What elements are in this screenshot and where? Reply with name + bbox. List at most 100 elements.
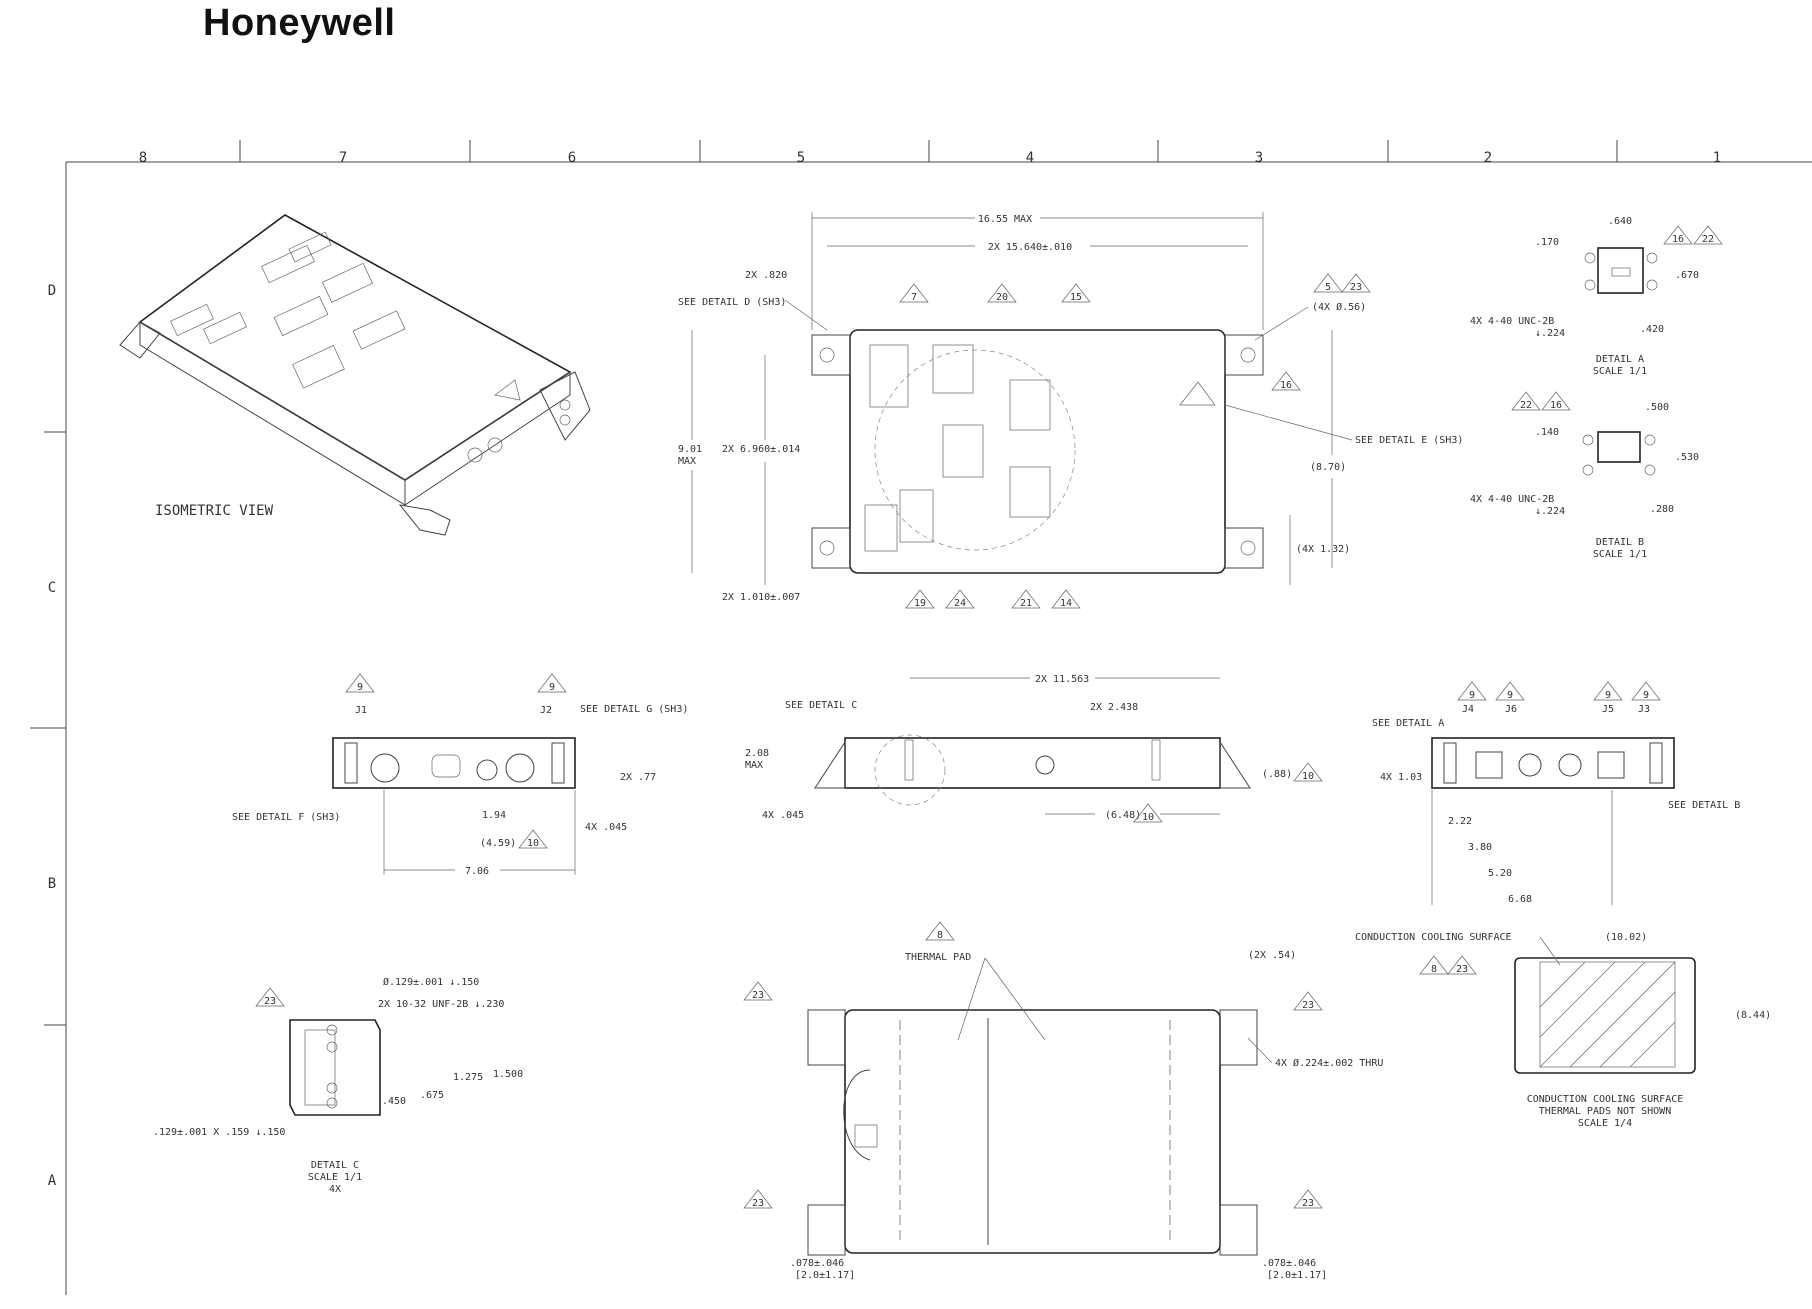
dim-label: 2X 15.640±.010 [988, 242, 1072, 253]
see-detail-e: SEE DETAIL E (SH3) [1355, 435, 1463, 446]
dim-label: 1.94 [482, 810, 506, 821]
callout-number: 16 [1672, 234, 1684, 245]
drawing-border [30, 140, 1812, 1295]
detail-a: .640 .170 .670 .420 4X 4-40 UNC-2B ↓.224… [1470, 216, 1723, 377]
callout-number: 15 [1070, 292, 1082, 303]
bottom-view: THERMAL PAD (2X .54) 4X Ø.224±.002 THRU … [743, 921, 1383, 1281]
callout-number: 10 [527, 838, 539, 849]
zone-col-label: 4 [1026, 150, 1034, 166]
dim-label: .420 [1640, 324, 1664, 335]
dim-label: 4X .045 [762, 810, 804, 821]
dim-label: .640 [1608, 216, 1632, 227]
connector-label: J4 [1462, 704, 1474, 715]
dim-label: Ø.129±.001 ↓.150 [383, 976, 479, 988]
thermal-pad-label: THERMAL PAD [905, 952, 971, 963]
dim-label: 16.55 MAX [978, 214, 1032, 225]
zone-row-label: B [48, 876, 56, 892]
dim-label: 2X .820 [745, 270, 787, 281]
zone-row-label: A [48, 1173, 57, 1189]
dim-label: .670 [1675, 270, 1699, 281]
zone-row-label: C [48, 580, 56, 596]
isometric-view: ISOMETRIC VIEW [119, 214, 591, 536]
callout-number: 16 [1550, 400, 1562, 411]
cooling-surface-label: CONDUCTION COOLING SURFACE [1355, 932, 1512, 943]
callout-number: 22 [1520, 400, 1532, 411]
zone-column-labels: 8 7 6 5 4 3 2 1 [139, 150, 1721, 166]
callout-number: 23 [752, 990, 764, 1001]
callout-number: 23 [1302, 1000, 1314, 1011]
dim-label: 4X .045 [585, 822, 627, 833]
callout-number: 5 [1325, 282, 1331, 293]
callout-number: 21 [1020, 598, 1032, 609]
zone-row-label: D [48, 283, 56, 299]
callout-number: 9 [1643, 690, 1649, 701]
callout-number: 10 [1142, 812, 1154, 823]
dim-label: (8.70) [1310, 462, 1346, 473]
callout-number: 23 [1302, 1198, 1314, 1209]
callout-number: 9 [549, 682, 555, 693]
dim-label: (10.02) [1605, 932, 1647, 943]
dim-label: (8.44) [1735, 1010, 1771, 1021]
dim-label: (.88) [1262, 769, 1292, 780]
zone-col-label: 7 [339, 150, 347, 166]
side-view: 2X 11.563 SEE DETAIL C 2X 2.438 2.08 MAX… [745, 674, 1323, 823]
cooling-view-scale: SCALE 1/4 [1578, 1118, 1632, 1129]
detail-c-qty: 4X [329, 1184, 341, 1195]
dim-label: ↓.224 [1535, 506, 1565, 517]
dim-label: 1.500 [493, 1069, 523, 1080]
detail-b: .500 .140 .530 .280 4X 4-40 UNC-2B ↓.224… [1470, 391, 1699, 560]
connector-label: J5 [1602, 704, 1614, 715]
see-detail-f: SEE DETAIL F (SH3) [232, 812, 340, 823]
dim-label: 4X 1.03 [1380, 772, 1422, 783]
dim-label: 2X 1.010±.007 [722, 592, 800, 603]
dim-label: MAX [745, 760, 763, 771]
callout-number: 7 [911, 292, 917, 303]
dim-label: 5.20 [1488, 868, 1512, 879]
dim-label: 4X 4-40 UNC-2B [1470, 494, 1554, 505]
callout-number: 19 [914, 598, 926, 609]
dim-label: MAX [678, 456, 696, 467]
callout-number: 23 [1350, 282, 1362, 293]
detail-c: Ø.129±.001 ↓.150 2X 10-32 UNF-2B ↓.230 1… [153, 976, 523, 1195]
callout-number: 14 [1060, 598, 1072, 609]
dim-label: 6.68 [1508, 894, 1532, 905]
dim-label: 9.01 [678, 444, 702, 455]
connector-label: J2 [540, 705, 552, 716]
cooling-view-title: CONDUCTION COOLING SURFACE [1527, 1094, 1684, 1105]
dim-label: ↓.224 [1535, 328, 1565, 339]
dim-label: (6.48) [1105, 810, 1141, 821]
dim-label: 2X .77 [620, 772, 656, 783]
zone-col-label: 8 [139, 150, 147, 166]
isometric-view-title: ISOMETRIC VIEW [155, 503, 274, 519]
callout-number: 9 [1605, 690, 1611, 701]
zone-col-label: 3 [1255, 150, 1263, 166]
see-detail-a-ref: SEE DETAIL A [1372, 718, 1444, 729]
dim-label: .500 [1645, 402, 1669, 413]
dim-label: 2.08 [745, 748, 769, 759]
dim-label: .675 [420, 1090, 444, 1101]
dim-label: (4.59) [480, 838, 516, 849]
dim-label: 4X Ø.224±.002 THRU [1275, 1057, 1383, 1069]
zone-col-label: 5 [797, 150, 805, 166]
callout-number: 16 [1280, 380, 1292, 391]
dim-label: [2.0±1.17] [795, 1270, 855, 1281]
dim-label: (4X 1.32) [1296, 544, 1350, 555]
callout-number: 23 [1456, 964, 1468, 975]
rear-view: J4 J6 J5 J3 SEE DETAIL A SEE DETAIL B 4X… [1372, 681, 1740, 905]
dim-label: 2X 2.438 [1090, 702, 1138, 713]
see-detail-d: SEE DETAIL D (SH3) [678, 297, 786, 308]
callout-number: 9 [1507, 690, 1513, 701]
callout-number: 9 [1469, 690, 1475, 701]
see-detail-b-ref: SEE DETAIL B [1668, 800, 1740, 811]
callout-triangles: 7 20 15 5 23 16 19 24 21 14 [899, 273, 1371, 609]
connector-label: J3 [1638, 704, 1650, 715]
cooling-surface-view: CONDUCTION COOLING SURFACE (10.02) (8.44… [1355, 932, 1771, 1129]
honeywell-logo: Honeywell [203, 2, 396, 44]
dim-label: .530 [1675, 452, 1699, 463]
callout-number: 8 [1431, 964, 1437, 975]
connector-label: J1 [355, 705, 367, 716]
cooling-view-note: THERMAL PADS NOT SHOWN [1539, 1106, 1671, 1117]
zone-col-label: 2 [1484, 150, 1492, 166]
dim-label: 2X 10-32 UNF-2B ↓.230 [378, 999, 504, 1010]
detail-b-scale: SCALE 1/1 [1593, 549, 1647, 560]
